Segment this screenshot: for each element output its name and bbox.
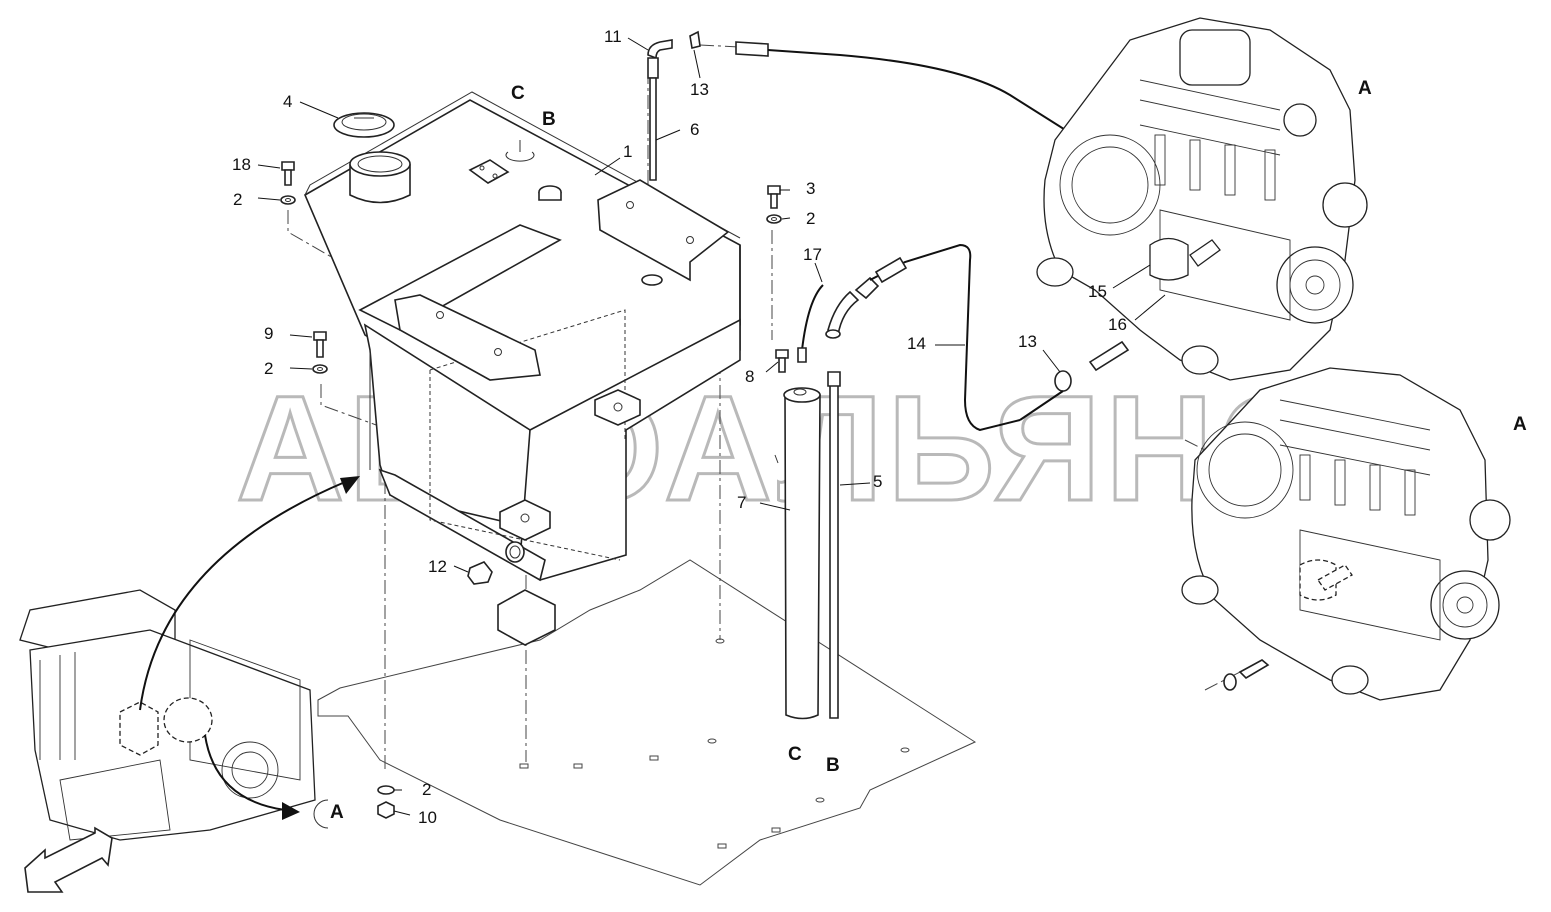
callout-2a: 2: [233, 190, 242, 209]
callout-9: 9: [264, 324, 273, 343]
callout-2c: 2: [806, 209, 815, 228]
machine-thumbnail: [19, 476, 360, 893]
view-letters: C B C B A A A: [330, 78, 1527, 823]
callout-3: 3: [806, 179, 815, 198]
view-letter-A-machine: A: [330, 802, 344, 823]
callout-14: 14: [907, 334, 926, 353]
leader-lines: [257, 37, 1166, 816]
callout-10: 10: [418, 808, 437, 827]
fuel-tank: [303, 91, 741, 646]
callout-4: 4: [283, 92, 292, 111]
callout-1: 1: [623, 142, 632, 161]
callout-7: 7: [737, 493, 746, 512]
engine-lower: [1181, 367, 1511, 701]
view-letter-B-bottom: B: [826, 755, 840, 776]
callout-6: 6: [690, 120, 699, 139]
view-letter-C-bottom: C: [788, 744, 802, 765]
tubes: [647, 30, 880, 720]
callout-13b: 13: [1018, 332, 1037, 351]
engine-upper: [1036, 17, 1368, 381]
callout-16: 16: [1108, 315, 1127, 334]
view-letter-C-top: C: [511, 83, 525, 104]
callout-17: 17: [803, 245, 822, 264]
callout-2d: 2: [422, 780, 431, 799]
callout-12: 12: [428, 557, 447, 576]
filler-cap: [333, 112, 395, 138]
callout-13a: 13: [690, 80, 709, 99]
view-letter-A-upper-engine: A: [1358, 78, 1372, 99]
callout-8: 8: [745, 367, 754, 386]
callout-5: 5: [873, 472, 882, 491]
callout-15: 15: [1088, 282, 1107, 301]
view-letter-B-top: B: [542, 109, 556, 130]
hoses: [767, 49, 1130, 432]
bolts-and-washers: [280, 161, 789, 819]
callout-11: 11: [604, 27, 622, 46]
view-letter-A-lower-engine: A: [1513, 414, 1527, 435]
floor-plate: [317, 559, 977, 886]
callout-labels: 1 2 2 2 2 3 4 5 6 7 8 9 10 11 12 13 13 1…: [232, 27, 1127, 827]
callout-2b: 2: [264, 359, 273, 378]
callout-18: 18: [232, 155, 251, 174]
